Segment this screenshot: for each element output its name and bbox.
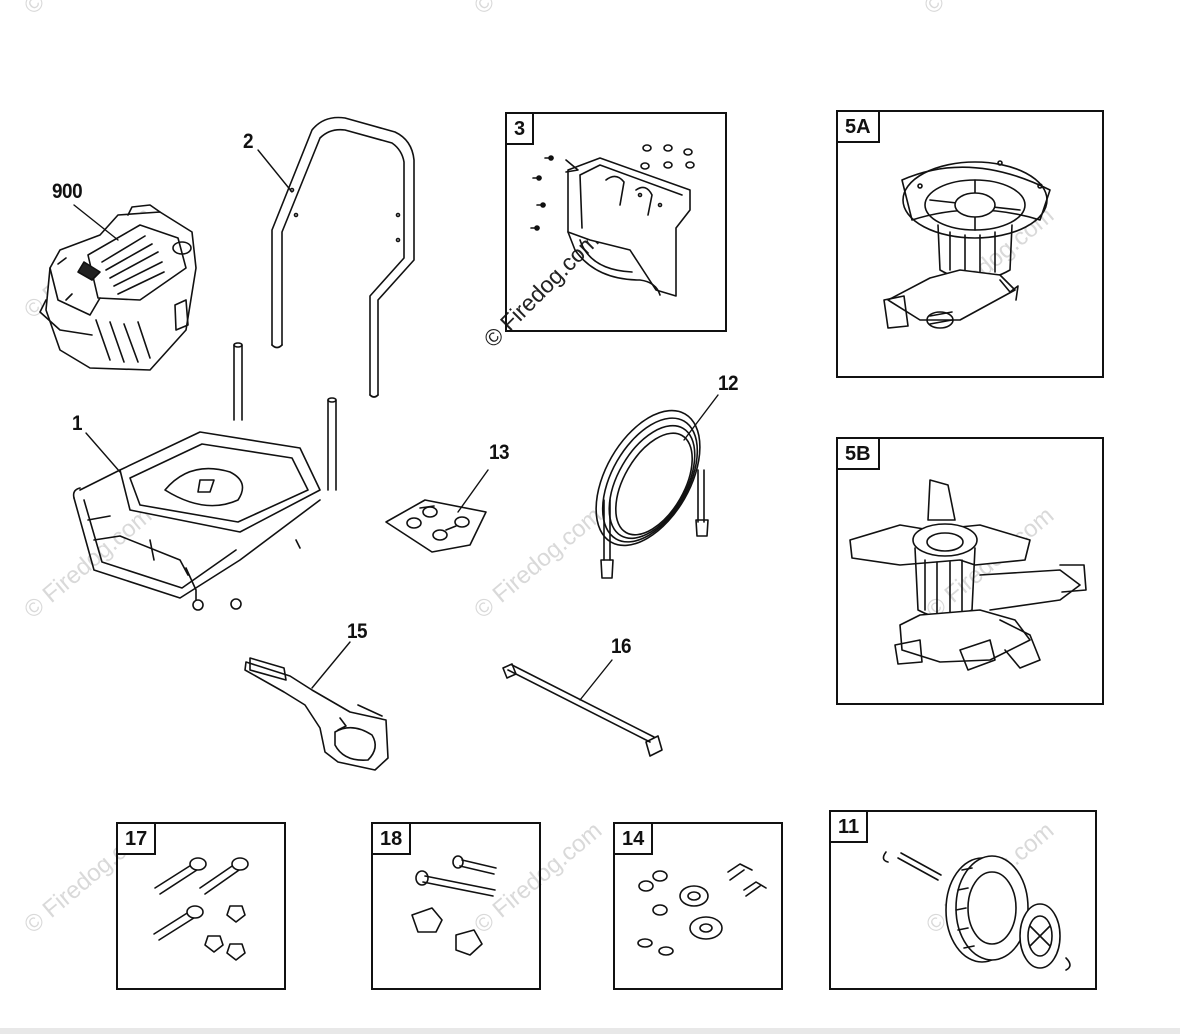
callout-gun: 15: [347, 620, 368, 643]
callout-hose: 12: [718, 372, 739, 395]
handle-illustration: [271, 116, 415, 398]
callout-wand: 16: [611, 635, 632, 658]
hose-illustration: [595, 409, 709, 579]
bolts-18-box: 18: [371, 822, 541, 990]
engine-illustration: [39, 204, 197, 371]
bolts-18-box-label: 18: [373, 824, 412, 855]
callout-nozzles: 13: [489, 441, 510, 464]
bolts-18-illustration: [411, 855, 497, 956]
spray-gun-illustration: [244, 657, 389, 771]
callout-handle: 2: [243, 130, 254, 153]
callout-frame: 1: [72, 412, 83, 435]
wheel-11-illustration: [882, 851, 1071, 971]
bracket-illustration: [530, 144, 695, 297]
pump-5a-illustration: [883, 160, 1051, 329]
bolts-17-box: 17: [116, 822, 286, 990]
bolts-17-box-label: 17: [118, 824, 157, 855]
leader-lines: [73, 149, 719, 701]
bracket-box: 3: [505, 112, 727, 332]
pump-5a-box: 5A: [836, 110, 1104, 378]
wheel-11-box-label: 11: [831, 812, 869, 843]
callout-engine: 900: [52, 180, 83, 203]
hardware-14-illustration: [637, 863, 767, 956]
footer-divider: [0, 1028, 1180, 1034]
pump-5a-box-label: 5A: [838, 112, 880, 143]
pump-5b-box-label: 5B: [838, 439, 880, 470]
pump-5b-illustration: [849, 479, 1087, 671]
nozzle-kit-illustration: [385, 499, 487, 553]
frame-illustration: [72, 342, 337, 611]
hardware-14-box-label: 14: [615, 824, 654, 855]
bolts-17-illustration: [153, 857, 249, 961]
wand-illustration: [502, 663, 663, 757]
bracket-box-label: 3: [507, 114, 535, 145]
pump-5b-box: 5B: [836, 437, 1104, 705]
wheel-11-box: 11: [829, 810, 1097, 990]
hardware-14-box: 14: [613, 822, 783, 990]
